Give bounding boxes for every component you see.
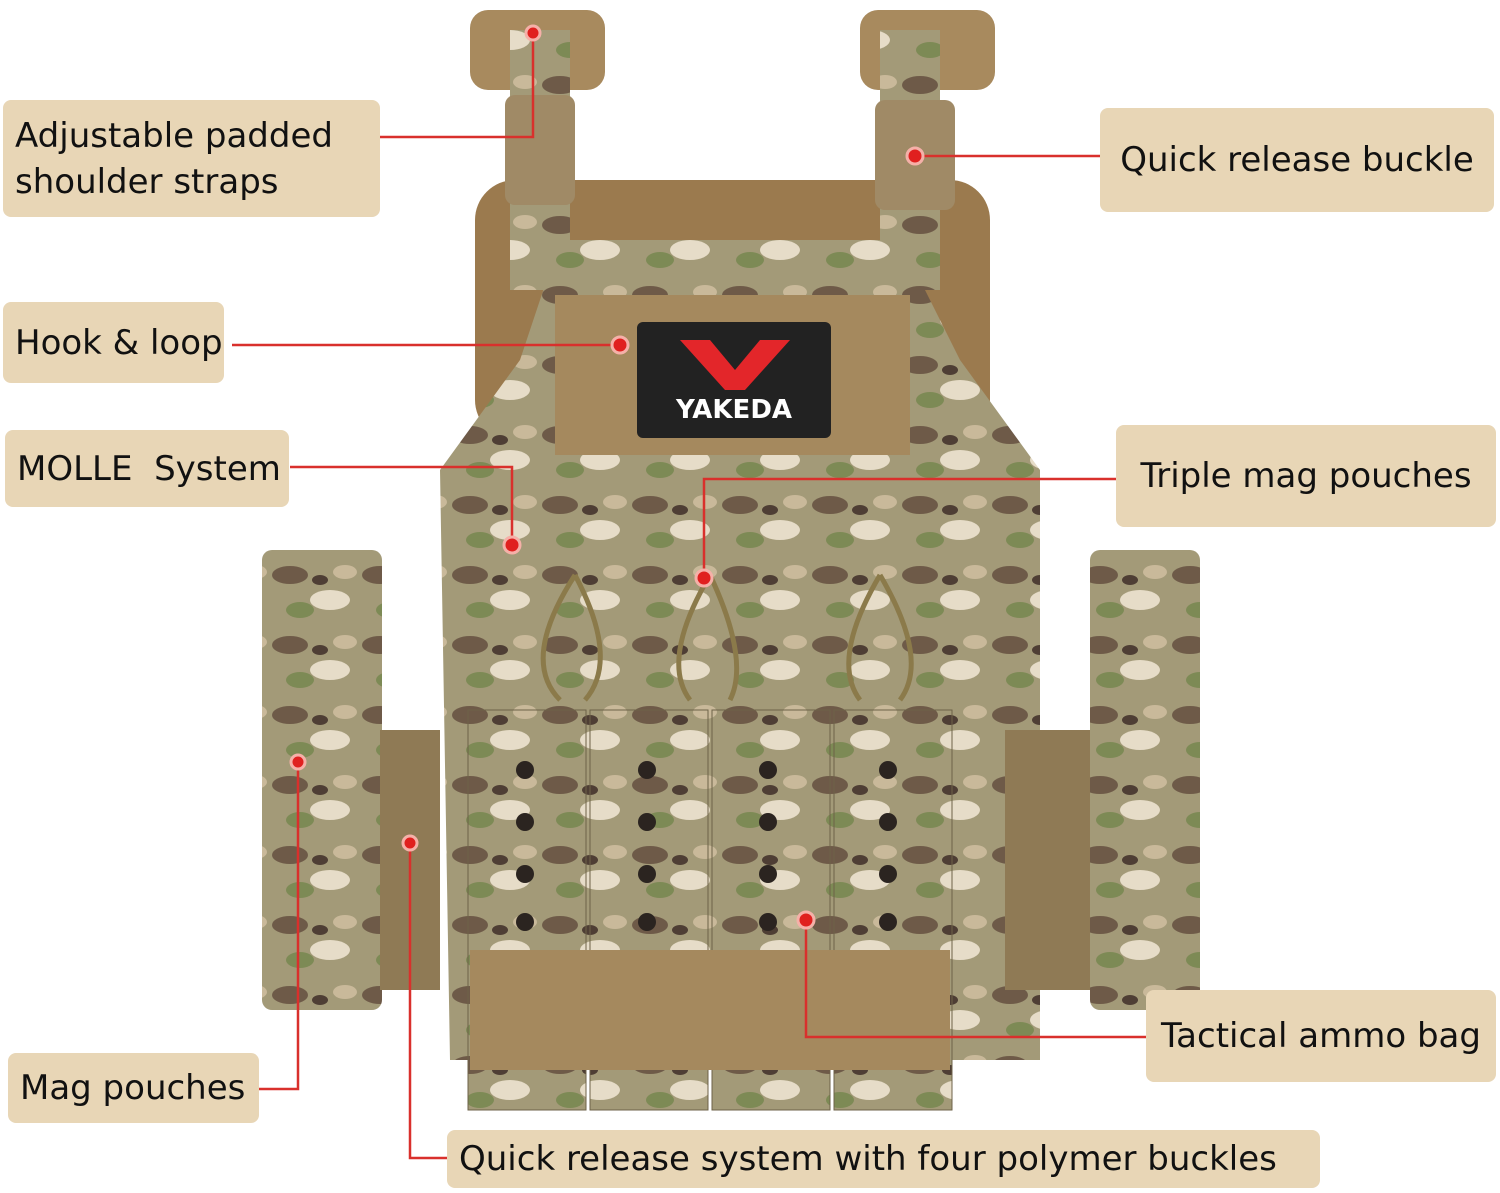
callout-line-triple — [702, 477, 1116, 578]
callout-line-ammo — [804, 920, 1146, 1039]
right-side-buckle — [1005, 730, 1090, 990]
callout-line-mag — [259, 762, 300, 1091]
logo-mark — [680, 340, 790, 390]
triple-mag-bungees — [540, 573, 914, 702]
left-buckle — [505, 95, 575, 205]
callout-line-release — [408, 843, 447, 1160]
callout-dot — [524, 24, 542, 42]
right-mag-pouch — [1090, 550, 1200, 1010]
label-mag-pouches: Mag pouches — [8, 1053, 259, 1123]
callout-dot — [610, 335, 630, 355]
callout-dot — [289, 753, 307, 771]
label-quick-release-buckle: Quick release buckle — [1100, 108, 1494, 212]
callout-dot — [401, 834, 419, 852]
label-triple-mag-pouches: Triple mag pouches — [1116, 425, 1496, 527]
callout-dot — [694, 568, 714, 588]
callout-line-molle — [290, 465, 514, 545]
callout-dot — [796, 910, 816, 930]
callout-line-shoulder — [377, 33, 535, 139]
label-molle-system: MOLLE System — [5, 430, 289, 507]
label-quick-release-system: Quick release system with four polymer b… — [447, 1130, 1320, 1188]
left-mag-pouch — [262, 550, 382, 1010]
label-shoulder-straps: Adjustable padded shoulder straps — [3, 100, 380, 217]
logo-text: YAKEDA — [675, 395, 792, 425]
label-hook-loop: Hook & loop — [3, 302, 224, 383]
callout-dot — [905, 146, 925, 166]
ammo-pouches — [467, 709, 953, 1111]
label-line: Adjustable padded — [15, 115, 333, 156]
label-line: shoulder straps — [15, 161, 279, 202]
callout-dot — [502, 535, 522, 555]
label-tactical-ammo-bag: Tactical ammo bag — [1146, 990, 1496, 1082]
